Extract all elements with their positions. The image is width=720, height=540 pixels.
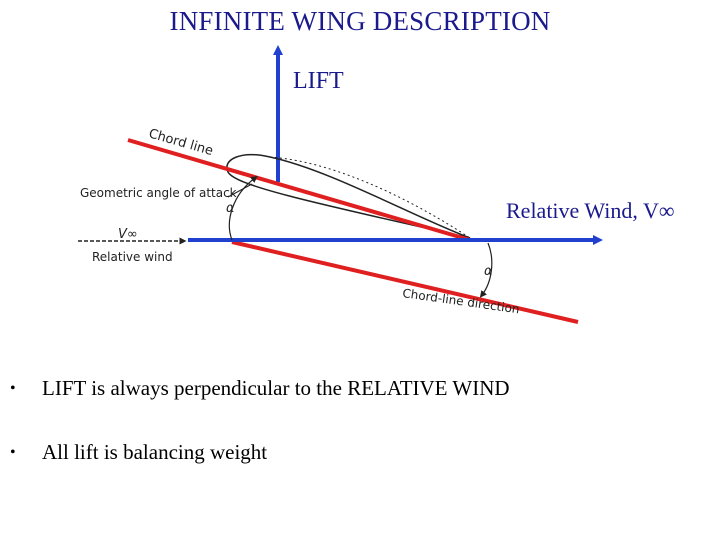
page-title: INFINITE WING DESCRIPTION [169,6,551,36]
bullet-text: All lift is balancing weight [42,440,268,464]
relative-wind-label: Relative Wind, V∞ [506,198,675,223]
airfoil [226,153,471,239]
chord-line-direction [231,240,579,324]
bullet-symbol: • [10,380,16,397]
chord-line-direction-label: Chord-line direction [402,286,521,316]
bullet-item: • All lift is balancing weight [8,440,267,466]
geometric-aoa-pointer [227,183,253,198]
bullet-symbol: • [10,444,16,461]
airfoil-dotted-chord [269,156,471,239]
geometric-aoa-label: Geometric angle of attack [80,186,237,200]
alpha-arc-lower [479,242,493,298]
lift-label: LIFT [293,68,344,94]
v-inf-label: V∞ [118,227,138,242]
relative-wind-small-label: Relative wind [92,250,173,264]
geometric-aoa-arc [228,175,258,241]
chord-line [127,138,471,242]
bullet-text: LIFT is always perpendicular to the RELA… [42,376,510,400]
alpha-symbol-upper: α [226,201,235,216]
bullet-item: • LIFT is always perpendicular to the RE… [8,376,510,402]
alpha-symbol-lower: α [484,264,493,279]
